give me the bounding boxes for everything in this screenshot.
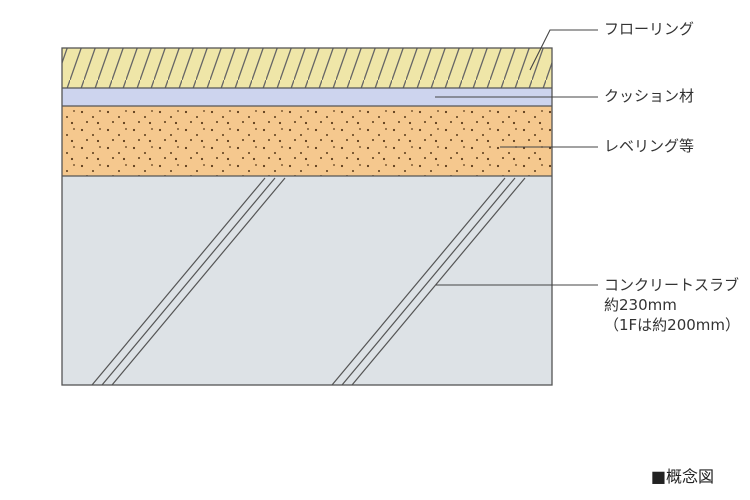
flooring-hatch [62,48,552,88]
label-cushion: クッション材 [604,87,695,105]
label-slab-thickness-1f: （1Fは約200mm） [604,316,741,334]
figure-caption: ■概念図 [650,467,714,486]
label-slab-thickness: 約230mm [604,296,677,314]
leveling-dots [62,106,552,176]
concrete-slab-layer [62,176,552,385]
label-flooring: フローリング [604,20,695,38]
layer-outlines [61,47,553,386]
slab-break-lines-left [91,177,286,386]
slab-break-lines-right [331,177,526,386]
leader-lines [435,29,598,286]
label-leveling: レベリング等 [604,137,695,155]
label-slab-name: コンクリートスラブ [604,276,740,294]
label-concrete-slab: コンクリートスラブ 約230mm （1Fは約200mm） [604,275,740,335]
leader-line-flooring [529,29,598,71]
cushion-layer [62,88,552,106]
